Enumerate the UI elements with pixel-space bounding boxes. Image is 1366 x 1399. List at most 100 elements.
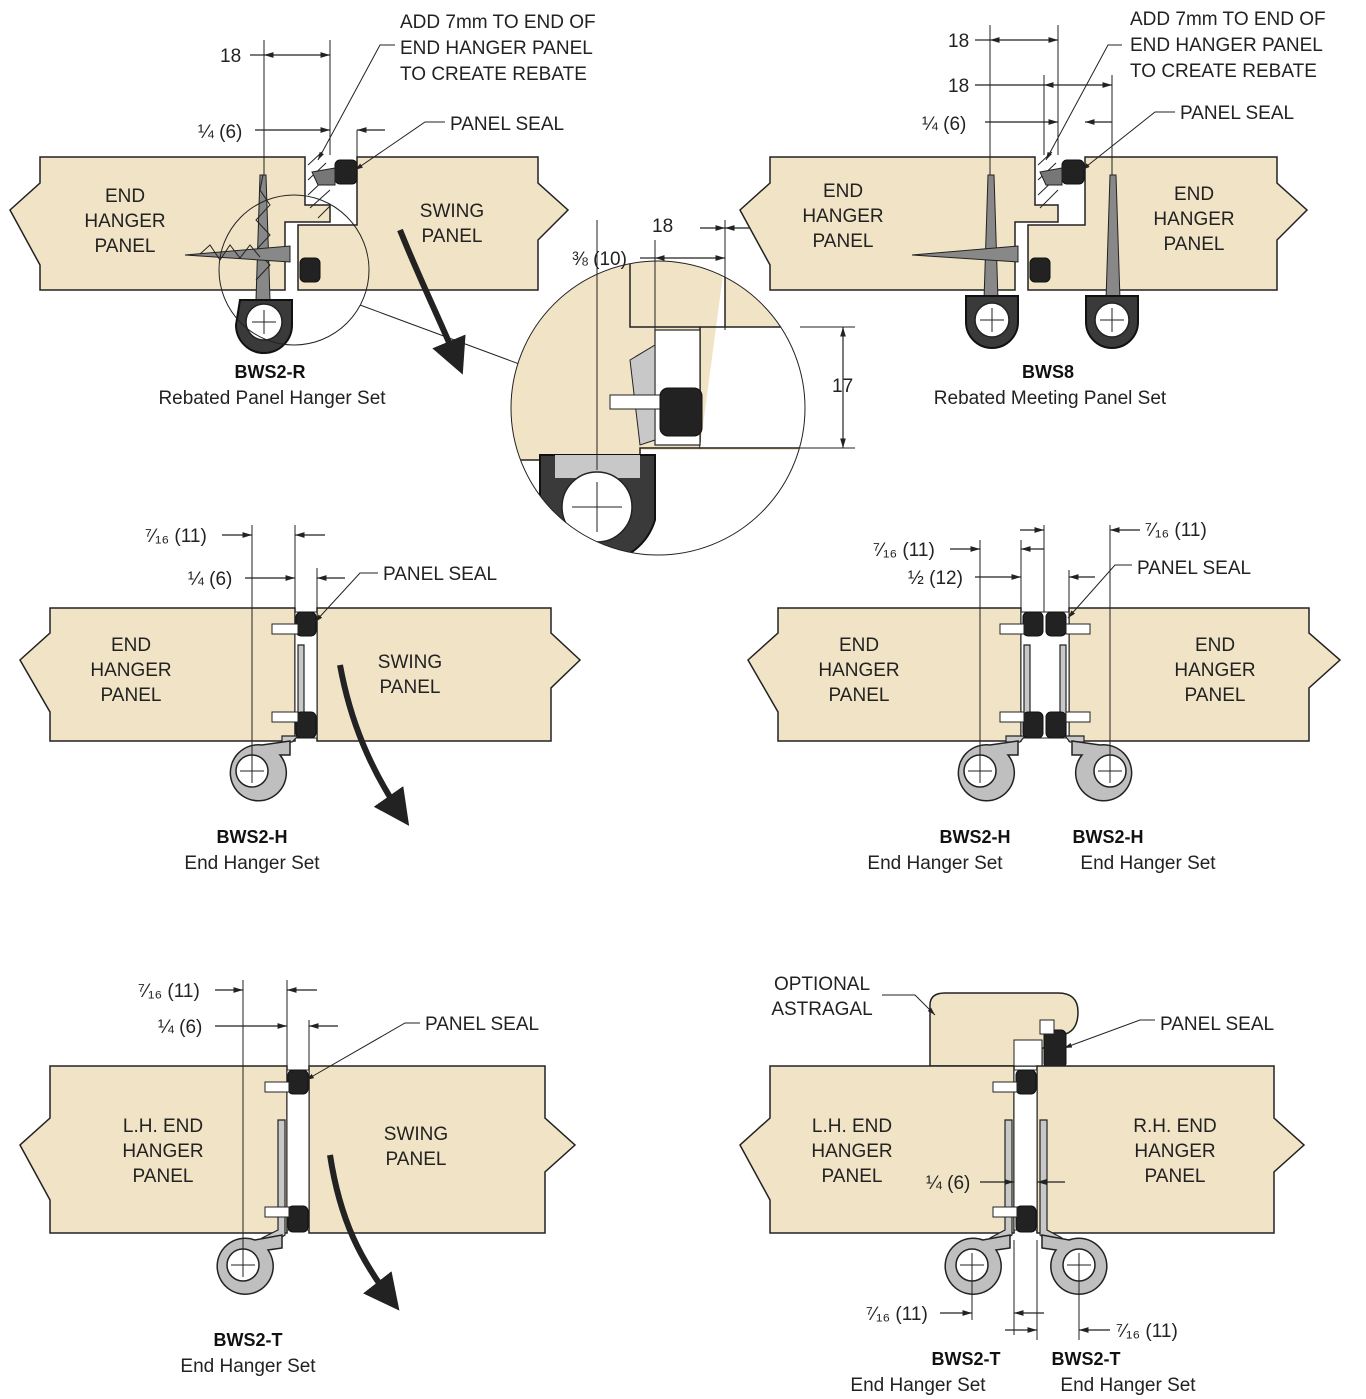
figure-code: BWS2-T <box>1052 1349 1121 1369</box>
panel-label: END <box>823 181 863 202</box>
panel-label: L.H. END <box>123 1116 203 1137</box>
panel-label: END <box>1174 184 1214 205</box>
panel-label: PANEL <box>101 685 162 706</box>
panel-label: END <box>105 186 145 207</box>
figure-name: End Hanger Set <box>1080 853 1216 874</box>
swing-arrow-icon <box>327 1154 400 1311</box>
rebate-note-line1: ADD 7mm TO END OF <box>1130 9 1326 30</box>
panel-label: PANEL <box>133 1166 194 1187</box>
rh-end-hanger-panel <box>1036 1065 1306 1234</box>
panel-label: SWING <box>420 201 484 222</box>
panel-seal-label: PANEL SEAL <box>1137 558 1251 579</box>
dim-three8-10: ⅜ (10) <box>572 249 627 270</box>
dim-half-12: ½ (12) <box>908 568 963 589</box>
panel-seal-icon <box>1043 1029 1067 1069</box>
dim-quarter-6: ¼ (6) <box>926 1173 970 1194</box>
panel-label: HANGER <box>811 1141 892 1162</box>
figure-bws2-r: 18 ¼ (6) ADD 7mm TO END OF END HANGER PA… <box>9 12 596 409</box>
figure-code: BWS2-T <box>932 1349 1001 1369</box>
dim-quarter-6: ¼ (6) <box>188 569 232 590</box>
figure-name: End Hanger Set <box>180 1356 316 1377</box>
screw-icon <box>184 174 291 301</box>
panel-label: PANEL <box>813 231 874 252</box>
dim-quarter-6: ¼ (6) <box>198 122 242 143</box>
panel-seal-label: PANEL SEAL <box>383 564 497 585</box>
end-hanger-panel <box>9 156 331 291</box>
panel-seal-label: PANEL SEAL <box>425 1014 539 1035</box>
panel-label: PANEL <box>95 236 156 257</box>
panel-label: PANEL <box>386 1149 447 1170</box>
panel-label: HANGER <box>84 211 165 232</box>
astragal-label-line2: ASTRAGAL <box>771 999 872 1020</box>
dim-seven16-11: ⁷⁄₁₆ (11) <box>1145 520 1207 541</box>
end-hanger-panel <box>1027 156 1309 291</box>
panel-label: PANEL <box>822 1166 883 1187</box>
panel-label: R.H. END <box>1133 1116 1216 1137</box>
panel-label: HANGER <box>802 206 883 227</box>
panel-seal-icon <box>1061 159 1085 185</box>
panel-label: PANEL <box>1185 685 1246 706</box>
panel-label: PANEL <box>1145 1166 1206 1187</box>
dim-seven16-11: ⁷⁄₁₆ (11) <box>1116 1321 1178 1342</box>
figure-code: BWS2-H <box>1073 827 1144 847</box>
figure-code: BWS2-H <box>940 827 1011 847</box>
panel-label: SWING <box>384 1124 448 1145</box>
panel-label: PANEL <box>1164 234 1225 255</box>
figure-bws2-t-pair: ⁷⁄₁₆ (11) ⁷⁄₁₆ (11) ¼ (6) PANEL SEAL OPT… <box>739 974 1306 1396</box>
panel-seal-icon <box>1029 257 1051 283</box>
dim-quarter-6: ¼ (6) <box>922 114 966 135</box>
figure-code: BWS2-R <box>235 362 306 382</box>
rebate-note-line1: ADD 7mm TO END OF <box>400 12 596 33</box>
panel-label: END <box>111 635 151 656</box>
panel-label: END <box>839 635 879 656</box>
swing-panel <box>316 607 582 742</box>
figure-bws2-t-swing: ⁷⁄₁₆ (11) ¼ (6) PANEL SEAL L.H. END HANG… <box>19 980 577 1377</box>
rebate-note-line2: END HANGER PANEL <box>400 38 593 59</box>
panel-seal-icon <box>299 257 321 283</box>
figure-bws2-h-swing: ⁷⁄₁₆ (11) ¼ (6) PANEL SEAL END HANGER PA… <box>19 525 582 874</box>
panel-seal-label: PANEL SEAL <box>450 114 564 135</box>
panel-label: HANGER <box>1134 1141 1215 1162</box>
end-hanger-panel <box>739 156 1059 291</box>
dim-17: 17 <box>832 376 853 397</box>
dim-seven16-11: ⁷⁄₁₆ (11) <box>866 1304 928 1325</box>
panel-label: PANEL <box>829 685 890 706</box>
screw-icon <box>911 174 1121 301</box>
panel-seal-label: PANEL SEAL <box>1180 103 1294 124</box>
figure-code: BWS8 <box>1022 362 1074 382</box>
figure-name: End Hanger Set <box>1060 1375 1196 1396</box>
rebate-note-line3: TO CREATE REBATE <box>400 64 587 85</box>
figure-name: End Hanger Set <box>867 853 1003 874</box>
panel-seal-icon <box>295 611 317 637</box>
panel-seal-label: PANEL SEAL <box>1160 1014 1274 1035</box>
rebate-note-line2: END HANGER PANEL <box>1130 35 1323 56</box>
figure-code: BWS2-H <box>217 827 288 847</box>
panel-label: PANEL <box>380 677 441 698</box>
panel-label: END <box>1195 635 1235 656</box>
figure-code: BWS2-T <box>214 1330 283 1350</box>
rebate-note-line3: TO CREATE REBATE <box>1130 61 1317 82</box>
swing-panel <box>297 156 570 291</box>
figure-bws8: 18 18 ¼ (6) ADD 7mm TO END OF END HANGER… <box>739 9 1326 409</box>
swing-arrow-icon <box>397 228 466 375</box>
dim-18: 18 <box>948 31 969 52</box>
figure-name: End Hanger Set <box>184 853 320 874</box>
detail-callout-circle <box>218 194 370 346</box>
figure-name: Rebated Meeting Panel Set <box>934 388 1167 409</box>
dim-quarter-6: ¼ (6) <box>158 1017 202 1038</box>
astragal-label-line1: OPTIONAL <box>774 974 870 995</box>
figure-name: End Hanger Set <box>850 1375 986 1396</box>
panel-label: HANGER <box>90 660 171 681</box>
swing-arrow-icon <box>337 664 410 826</box>
panel-label: L.H. END <box>812 1116 892 1137</box>
dim-seven16-11: ⁷⁄₁₆ (11) <box>145 526 207 547</box>
panel-label: HANGER <box>818 660 899 681</box>
panel-label: HANGER <box>1153 209 1234 230</box>
panel-label: HANGER <box>122 1141 203 1162</box>
panel-label: SWING <box>378 652 442 673</box>
panel-label: PANEL <box>422 226 483 247</box>
figure-bws2-h-pair: ⁷⁄₁₆ (11) ⁷⁄₁₆ (11) ½ (12) PANEL SEAL EN… <box>747 520 1342 874</box>
dim-18: 18 <box>948 76 969 97</box>
dim-18: 18 <box>220 46 241 67</box>
